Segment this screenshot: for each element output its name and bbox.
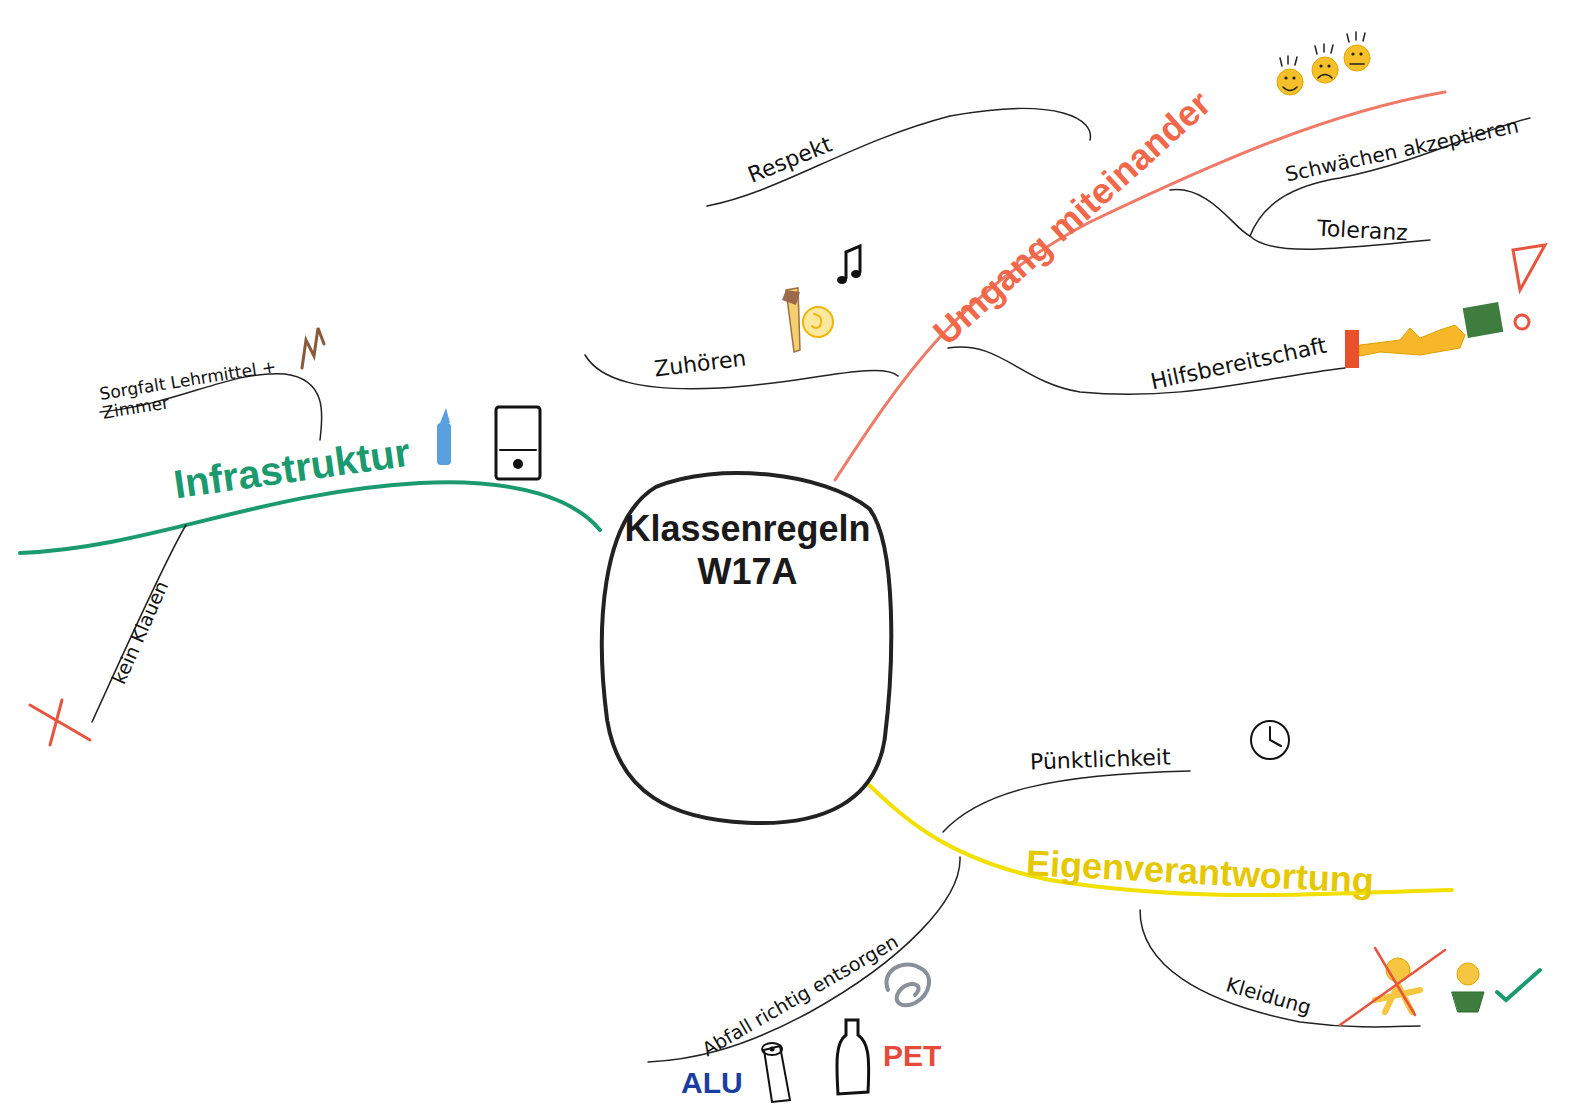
leaf-label: Toleranz (1316, 217, 1408, 246)
twig-line (1170, 190, 1250, 236)
leaf-label: Pünktlichkeit (1029, 746, 1170, 775)
waste-icons (762, 964, 929, 1102)
leaf-label: Kleidung (1223, 973, 1313, 1018)
twig-line (1140, 910, 1420, 1027)
clock-icon (1251, 721, 1289, 759)
twig-line (943, 771, 1190, 832)
branch-label: Umgang miteinander (926, 83, 1219, 352)
leaf-label: Hilfsbereitschaft (1148, 334, 1328, 395)
cross-mark (30, 700, 90, 745)
center-title: Klassenregeln W17A (624, 507, 870, 593)
marker-icon (437, 408, 451, 465)
leaf-label: Abfall richtig entsorgen (699, 930, 902, 1059)
icon-label: PET (883, 1039, 941, 1072)
twig-line (707, 108, 1090, 206)
music-note-icon (837, 246, 861, 284)
center-blob: Klassenregeln W17A (595, 465, 900, 830)
clothing-icons (1340, 948, 1540, 1025)
blob-path (602, 473, 891, 823)
twig-line (92, 525, 186, 722)
branch-label: Infrastruktur (171, 430, 413, 507)
ear-icon (782, 288, 833, 352)
leaf-label: Zuhören (653, 346, 748, 381)
branch-line (20, 482, 600, 553)
leaf-label: kein Klauen (108, 577, 172, 686)
branch-label: Eigenverantwortung (1025, 843, 1375, 901)
twig-line (648, 857, 960, 1062)
smiley-icons (1277, 32, 1370, 95)
icon-label: ALU (681, 1066, 743, 1099)
leaf-label: Sorgfalt Lehrmittel + Zimmer (98, 355, 292, 422)
lightning-icon (302, 328, 324, 368)
helping-hands-icon (1345, 302, 1503, 368)
exclamation-icon (1513, 245, 1545, 329)
phone-icon (496, 407, 540, 479)
leaf-label: Respekt (745, 132, 836, 187)
